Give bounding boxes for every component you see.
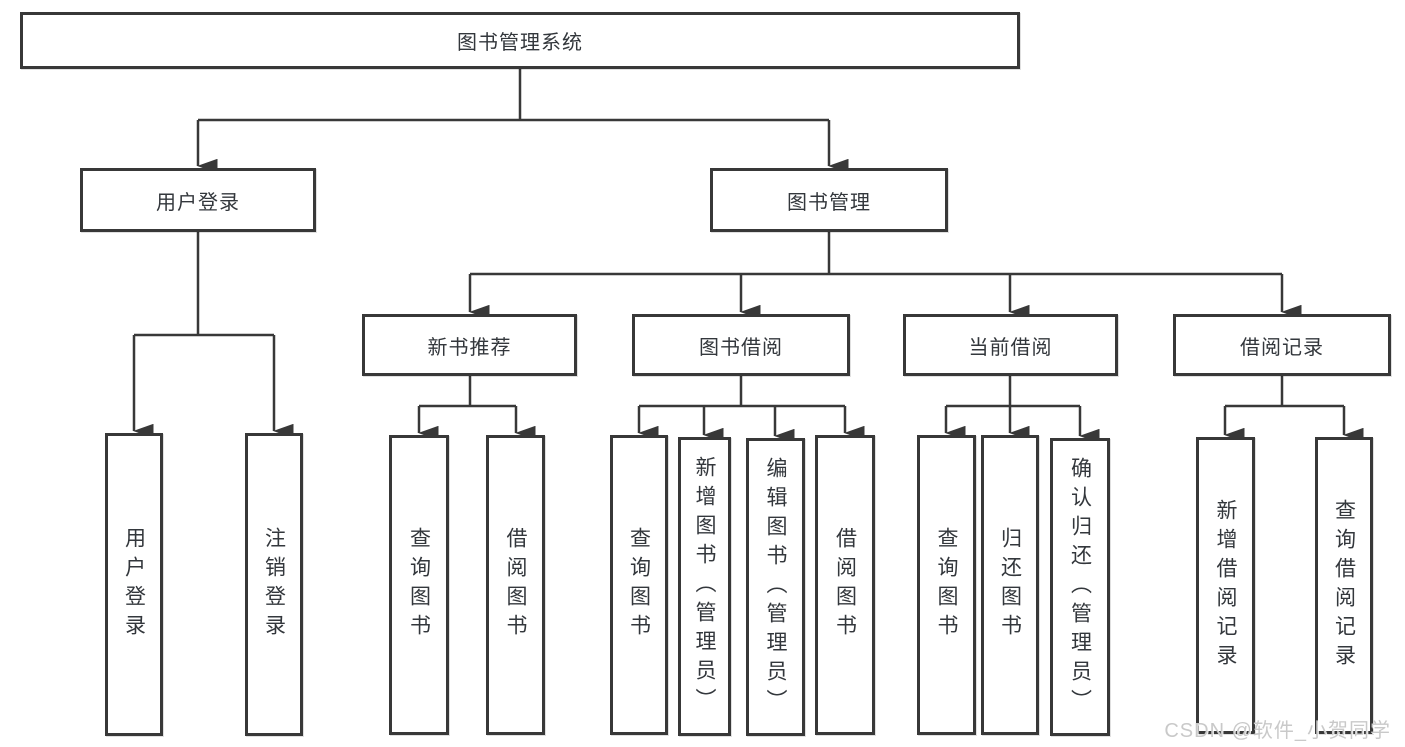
- node-label: 用户登录: [122, 526, 146, 643]
- node-label: 归还图书: [998, 527, 1022, 643]
- node-label: 新增图书（管理员）: [693, 456, 716, 717]
- node-label: 查询图书: [407, 527, 431, 643]
- node-label: 确认归还（管理员）: [1068, 456, 1092, 718]
- node-label: 图书管理系统: [457, 32, 583, 54]
- node-label: 注销登录: [262, 526, 286, 643]
- node-label: 当前借阅: [968, 336, 1053, 359]
- node-label: 查询图书: [935, 527, 958, 643]
- csdn-watermark: CSDN @软件_小贺同学: [1164, 720, 1391, 742]
- node-label: 用户登录: [156, 191, 240, 214]
- leaf-user-login: 用户登录: [105, 433, 163, 736]
- node-label: 借阅记录: [1240, 336, 1324, 359]
- leaf-borrowing-edit-books-admin: 编辑图书（管理员）: [746, 438, 805, 736]
- node-label: 新增借阅记录: [1214, 498, 1237, 673]
- leaf-current-query-books: 查询图书: [917, 435, 976, 735]
- node-current-borrowing: 当前借阅: [903, 314, 1118, 376]
- node-label: 新书推荐: [427, 336, 512, 359]
- leaf-newbooks-borrow-books: 借阅图书: [486, 435, 545, 735]
- node-label: 查询图书: [627, 527, 651, 643]
- node-label: 查询借阅记录: [1332, 498, 1356, 673]
- leaf-current-confirm-return-admin: 确认归还（管理员）: [1050, 438, 1110, 736]
- node-label: 图书借阅: [699, 336, 783, 359]
- node-library-management-system: 图书管理系统: [20, 12, 1020, 69]
- node-book-management: 图书管理: [710, 168, 948, 232]
- leaf-current-return-books: 归还图书: [981, 435, 1039, 735]
- node-book-borrowing: 图书借阅: [632, 314, 850, 376]
- node-user-login: 用户登录: [80, 168, 316, 232]
- node-label: 借阅图书: [833, 527, 857, 643]
- leaf-borrowing-borrow-books: 借阅图书: [815, 435, 875, 735]
- node-label: 图书管理: [787, 191, 871, 214]
- leaf-newbooks-query-books: 查询图书: [389, 435, 449, 735]
- node-label: 借阅图书: [504, 527, 527, 643]
- node-borrowing-records: 借阅记录: [1173, 314, 1391, 376]
- leaf-records-query-borrow-record: 查询借阅记录: [1315, 437, 1373, 734]
- node-label: 编辑图书（管理员）: [764, 456, 787, 718]
- leaf-logout: 注销登录: [245, 433, 303, 736]
- leaf-borrowing-query-books: 查询图书: [610, 435, 668, 735]
- leaf-records-add-borrow-record: 新增借阅记录: [1196, 437, 1255, 734]
- node-new-book-recommendation: 新书推荐: [362, 314, 577, 376]
- leaf-borrowing-add-books-admin: 新增图书（管理员）: [678, 437, 731, 736]
